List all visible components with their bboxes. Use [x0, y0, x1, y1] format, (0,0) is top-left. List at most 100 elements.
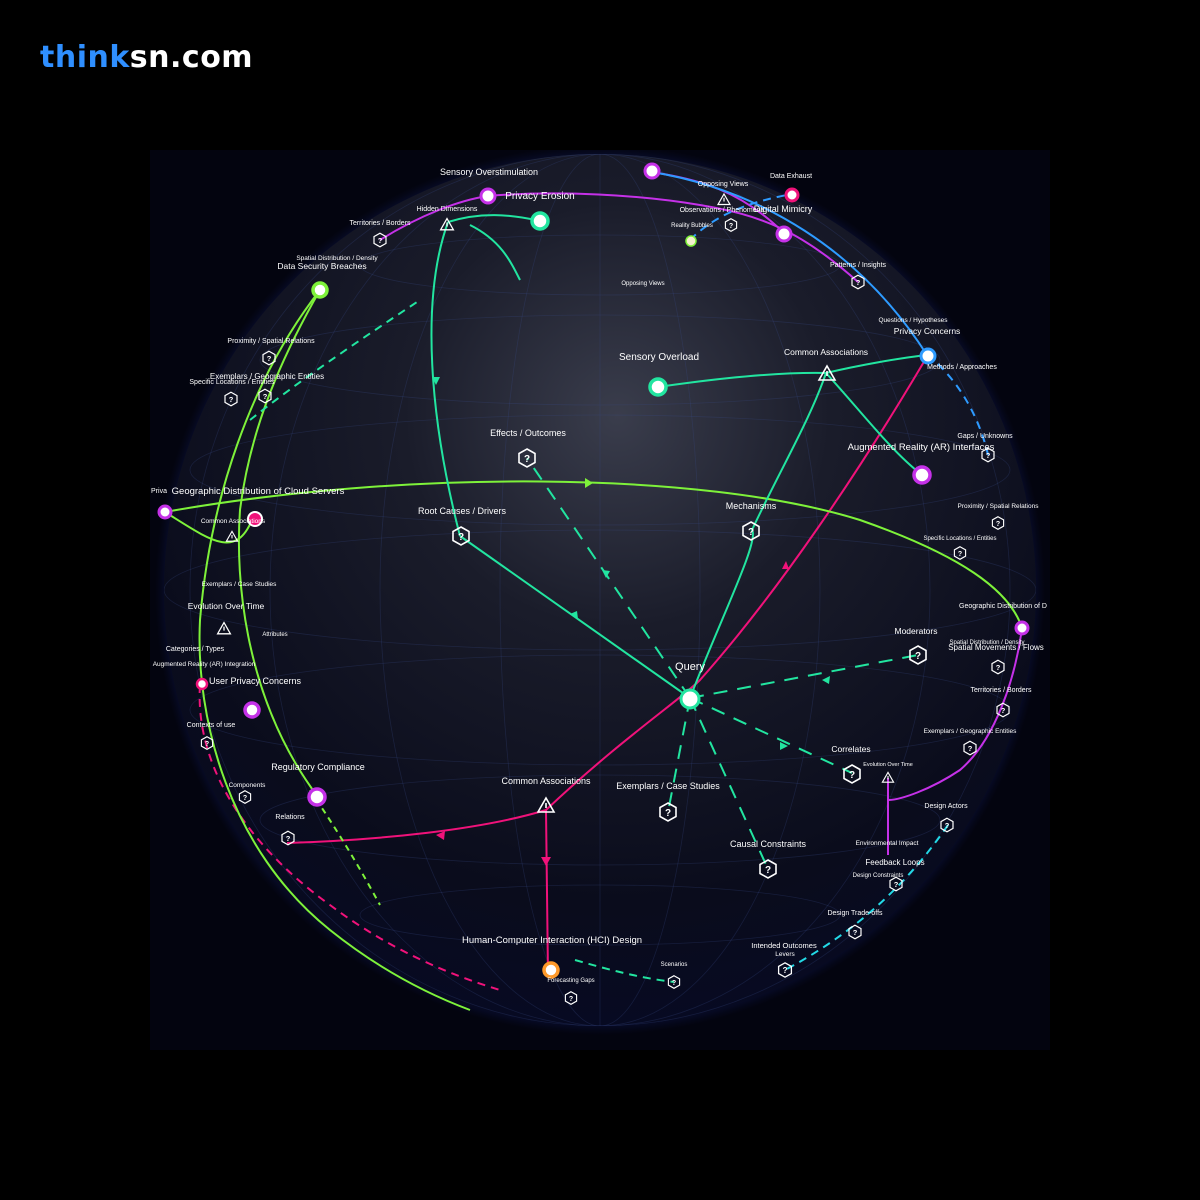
svg-text:?: ? — [915, 651, 921, 662]
question-icon-correlates[interactable]: ? — [843, 764, 861, 784]
node-data-security-breaches[interactable] — [311, 281, 329, 299]
question-icon-territories-r[interactable]: ? — [996, 702, 1010, 718]
node-ar-interfaces[interactable] — [912, 465, 932, 485]
node-sensory-overload[interactable] — [648, 377, 668, 397]
label-components: Components — [229, 782, 267, 789]
label-correlates: Correlates — [831, 744, 870, 754]
warning-markers[interactable] — [216, 192, 895, 813]
svg-text:?: ? — [958, 551, 962, 558]
question-icon-exemplars-l[interactable]: ? — [258, 388, 272, 404]
label-regulatory: Regulatory Compliance — [271, 762, 365, 772]
question-icon-design-constraints[interactable]: ? — [889, 876, 903, 892]
svg-text:?: ? — [968, 744, 973, 753]
node-data-exhaust[interactable] — [784, 187, 800, 203]
question-icon-design-tradeoffs[interactable]: ? — [848, 924, 862, 940]
question-icon-scenarios[interactable]: ? — [667, 975, 681, 989]
label-methods: Methods / Approaches — [927, 364, 997, 371]
warning-icon-evolution-r[interactable] — [881, 771, 895, 783]
question-icon-causal[interactable]: ? — [759, 859, 777, 879]
svg-text:?: ? — [853, 928, 858, 937]
svg-text:?: ? — [263, 392, 268, 401]
node-geo-distribution-r[interactable] — [1014, 620, 1030, 636]
warning-icon-observations[interactable] — [716, 192, 732, 206]
svg-text:?: ? — [243, 795, 247, 802]
question-icon-patterns[interactable]: ? — [851, 274, 865, 290]
edge-teal-bottom — [574, 959, 675, 983]
question-icon-relations[interactable]: ? — [281, 830, 295, 846]
label-spatial-movements: Spatial Movements / Flows — [948, 643, 1044, 652]
warning-icon-evolution-l[interactable] — [216, 621, 232, 635]
question-icon-territories[interactable]: ? — [373, 232, 387, 248]
knowledge-sphere-canvas[interactable]: ? ? ? ? ? ? ? ? ? ? ? ? ? ? ? ? ? ? ? ? … — [150, 150, 1050, 1050]
label-forecasting: Forecasting Gaps — [547, 978, 594, 984]
question-icon-spatial-movements[interactable]: ? — [991, 659, 1005, 675]
node-user-privacy-concerns[interactable] — [243, 701, 261, 719]
warning-icon-common-left[interactable] — [225, 530, 239, 542]
label-ar-interfaces: Augmented Reality (AR) Interfaces — [848, 442, 995, 453]
node-privacy-concerns[interactable] — [919, 347, 937, 365]
warning-icon-common-top[interactable] — [817, 364, 837, 381]
node-query[interactable] — [679, 688, 701, 710]
knowledge-sphere[interactable]: ? ? ? ? ? ? ? ? ? ? ? ? ? ? ? ? ? ? ? ? … — [150, 150, 1050, 1050]
question-markers[interactable]: ? ? ? ? ? ? ? ? ? ? ? ? ? ? ? ? ? ? ? ? … — [200, 218, 1010, 1005]
edge-teal-mechanisms — [689, 372, 827, 699]
question-icon-observations[interactable]: ? — [724, 218, 738, 232]
svg-text:?: ? — [945, 821, 950, 830]
question-icon-contexts[interactable]: ? — [200, 736, 214, 750]
node-priva[interactable] — [157, 504, 173, 520]
label-attributes: Attributes — [262, 632, 287, 638]
question-icon-exemplars[interactable]: ? — [659, 802, 677, 822]
question-icon-levers[interactable]: ? — [777, 962, 793, 978]
warning-icon-common-bottom[interactable] — [536, 796, 556, 813]
node-privacy-erosion[interactable] — [530, 211, 550, 231]
question-icon-design-actors[interactable]: ? — [940, 817, 954, 833]
node-ar-integration[interactable] — [195, 677, 209, 691]
question-icon-proximity-r[interactable]: ? — [991, 516, 1005, 530]
edge-teal-ar — [825, 372, 923, 476]
nodes[interactable] — [157, 162, 1030, 979]
question-icon-proximity-l[interactable]: ? — [262, 350, 276, 366]
edge-green-geo-cloud — [164, 480, 1023, 629]
node-geo-cloud[interactable] — [247, 511, 263, 527]
arrow-teal-root — [570, 611, 578, 619]
question-icon-specific-l[interactable]: ? — [224, 391, 238, 407]
question-icon-root[interactable]: ? — [452, 526, 470, 546]
label-mechanisms: Mechanisms — [726, 501, 777, 511]
question-icon-forecasting[interactable]: ? — [564, 991, 578, 1005]
question-icon-effects[interactable]: ? — [518, 448, 536, 468]
svg-text:?: ? — [665, 808, 671, 819]
label-common-assoc-bottom: Common Associations — [501, 776, 591, 786]
label-environmental: Environmental Impact — [856, 840, 919, 847]
svg-text:?: ? — [378, 236, 383, 245]
node-reality-bubbles[interactable] — [685, 235, 697, 247]
node-hci-design[interactable] — [542, 961, 560, 979]
label-data-security: Data Security Breaches — [277, 261, 366, 271]
label-geo-cloud: Geographic Distribution of Cloud Servers — [172, 486, 345, 497]
label-opposing-views-small: Opposing Views — [621, 281, 664, 287]
question-icon-gaps[interactable]: ? — [981, 447, 995, 463]
node-sensory-overstimulation[interactable] — [479, 187, 497, 205]
label-levers: Levers — [775, 951, 795, 958]
label-evolution-left: Evolution Over Time — [188, 601, 265, 611]
warning-icon-hidden[interactable] — [439, 217, 455, 231]
node-opposing-views[interactable] — [643, 162, 661, 180]
question-icon-moderators[interactable]: ? — [909, 645, 927, 665]
svg-text:?: ? — [856, 278, 861, 287]
svg-text:?: ? — [458, 532, 464, 543]
question-icon-exemplars-r[interactable]: ? — [963, 740, 977, 756]
label-root-causes: Root Causes / Drivers — [418, 506, 507, 516]
question-icon-mechanisms[interactable]: ? — [742, 521, 760, 541]
node-regulatory-compliance[interactable] — [307, 787, 327, 807]
edge-teal-effects — [526, 457, 691, 699]
node-digital-mimicry[interactable] — [775, 225, 793, 243]
brand-domain: sn.com — [129, 40, 254, 75]
edge-teal-correlates — [689, 697, 853, 774]
svg-text:?: ? — [569, 996, 573, 1003]
question-icon-components[interactable]: ? — [238, 790, 252, 804]
label-exemplars-geo-r: Exemplars / Geographic Entities — [924, 728, 1018, 735]
label-user-privacy: User Privacy Concerns — [209, 676, 302, 686]
question-icon-specific-r[interactable]: ? — [953, 546, 967, 560]
label-causal: Causal Constraints — [730, 839, 807, 849]
label-ar-integration: Augmented Reality (AR) Integration — [153, 661, 256, 668]
edge-teal-causal — [689, 697, 769, 870]
